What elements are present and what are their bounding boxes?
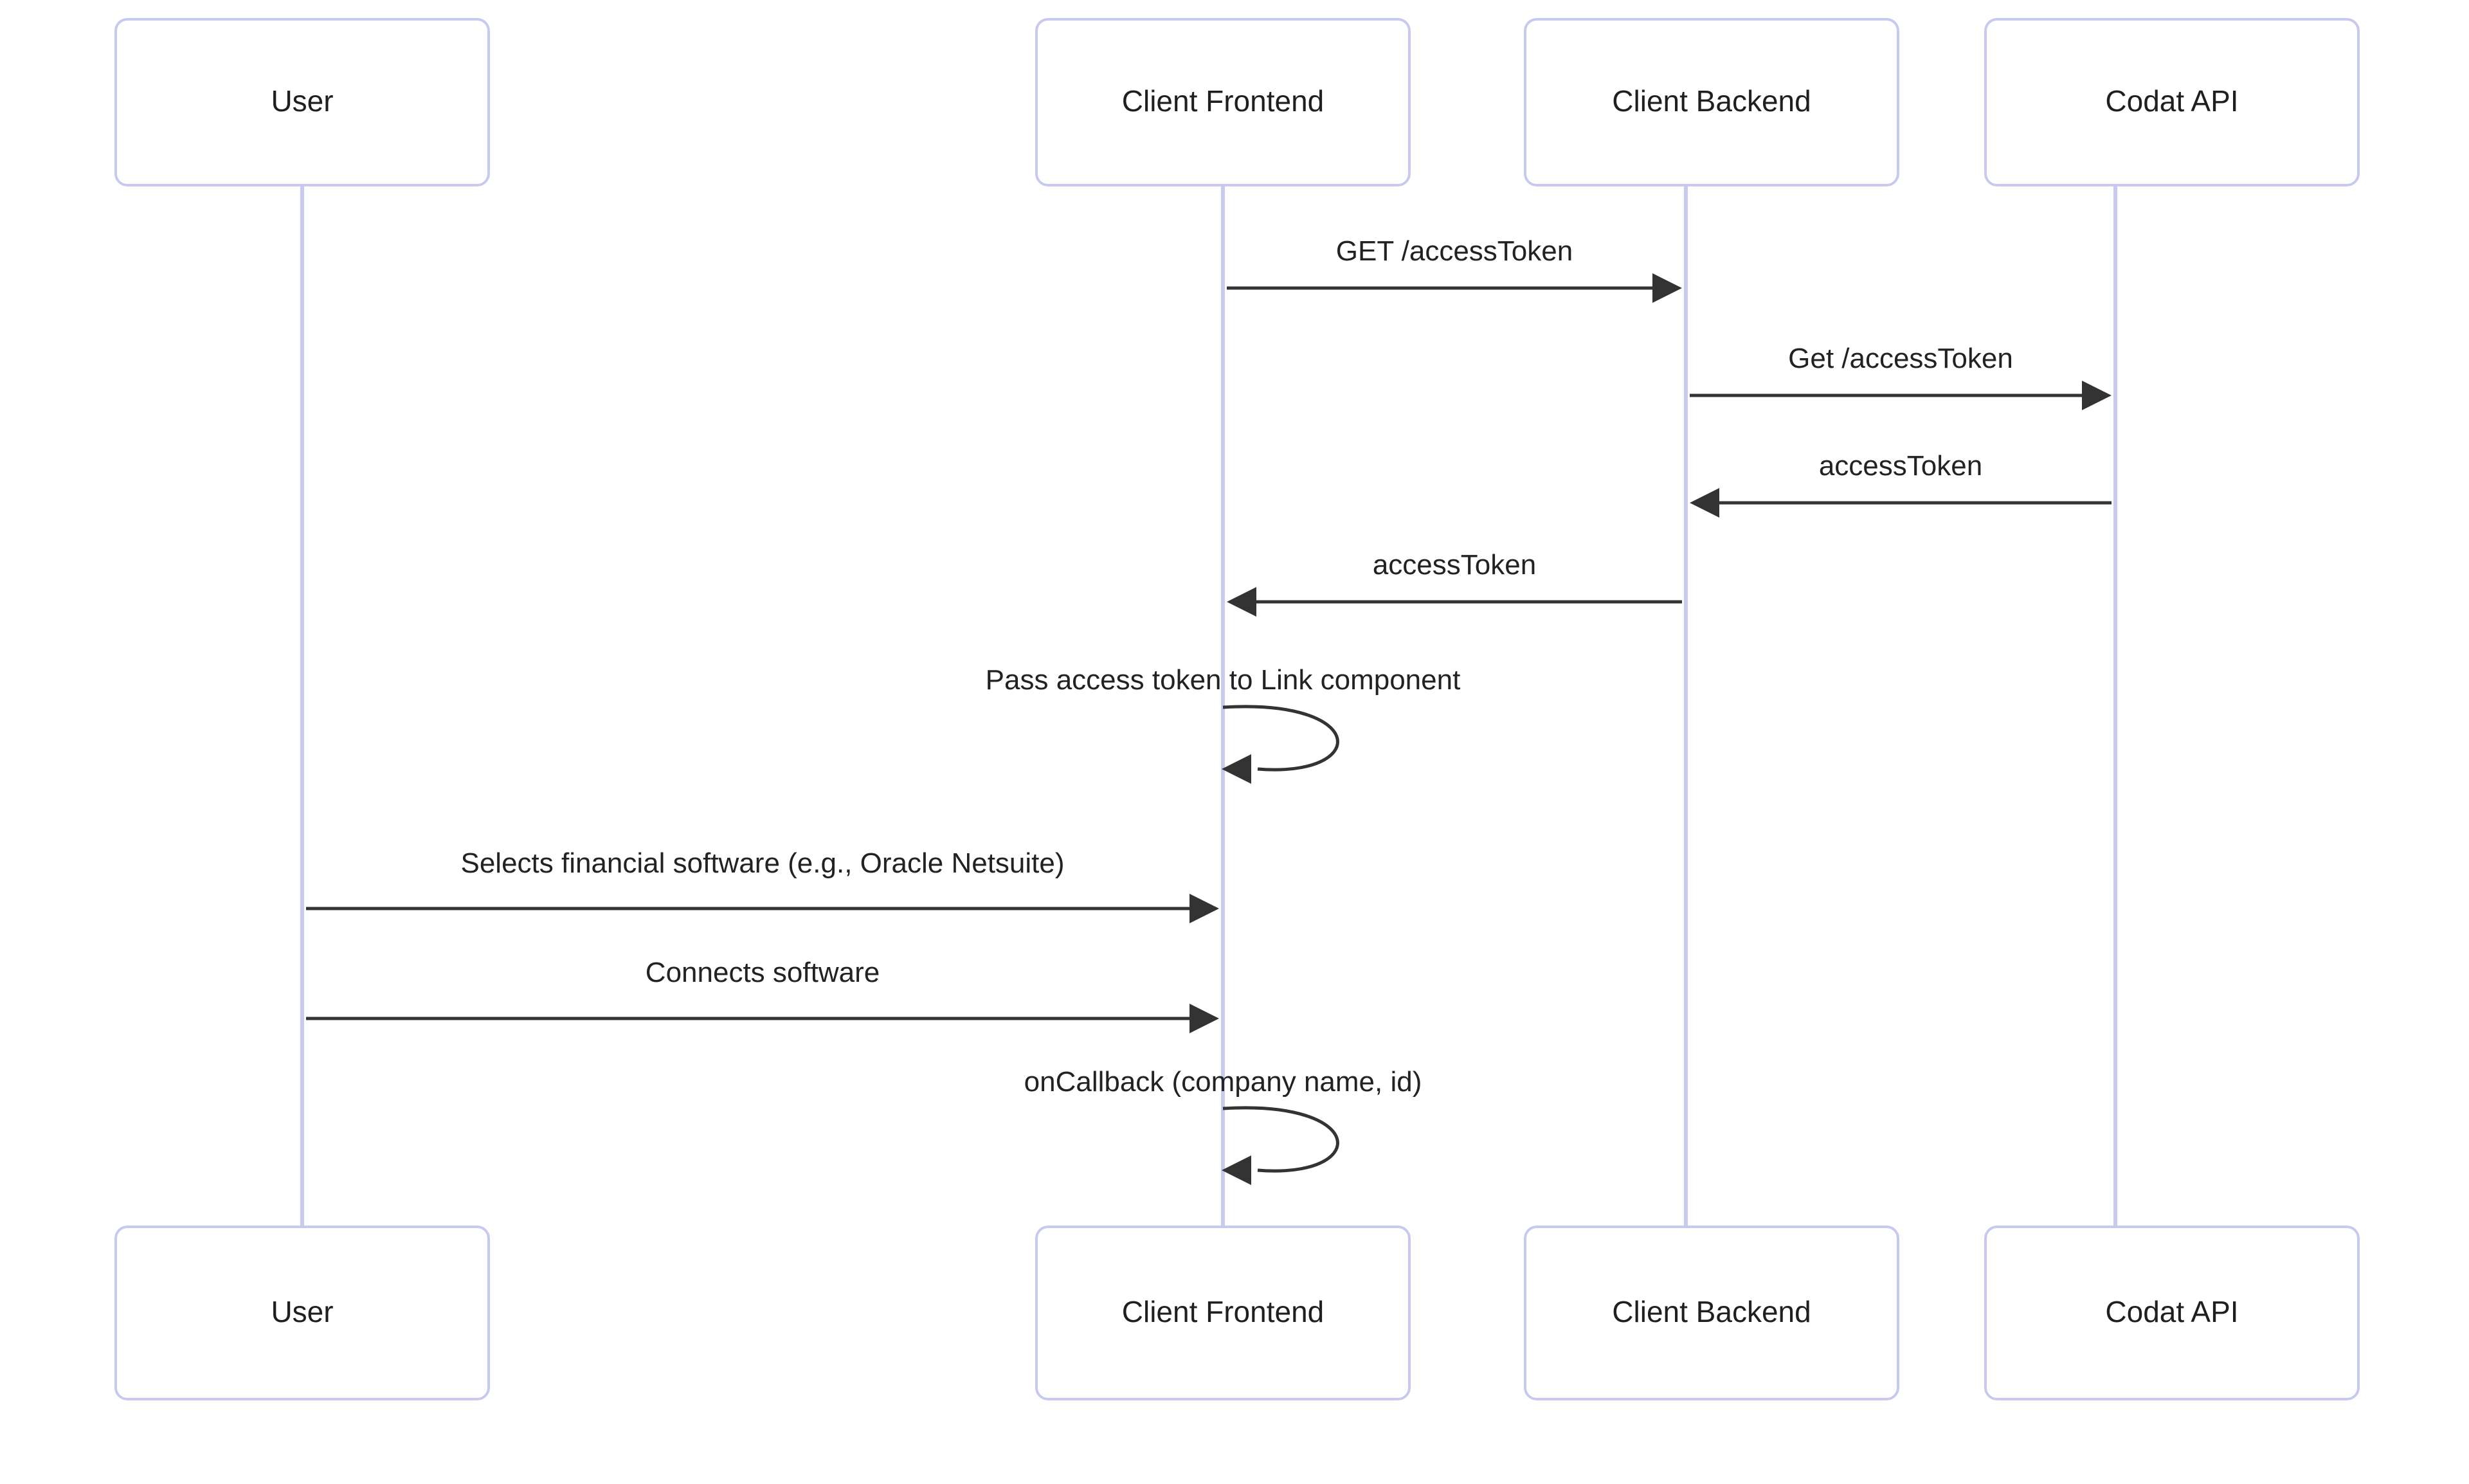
actor-label-backend-top: Client Backend	[1612, 84, 1811, 118]
actor-box-codat-bottom[interactable]	[1984, 1226, 2360, 1400]
message-8[interactable]: onCallback (company name, id)	[1024, 1066, 1422, 1185]
actor-label-user-top: User	[271, 84, 333, 118]
actor-bottom-codat[interactable]: Codat API	[1984, 1226, 2360, 1400]
arrow-head-right	[1652, 273, 1682, 303]
message-label-3: accessToken	[1819, 450, 1982, 482]
message-2[interactable]: Get /accessToken	[1690, 343, 2112, 410]
actor-box-frontend-bottom[interactable]	[1035, 1226, 1411, 1400]
actor-top-user[interactable]: User	[114, 18, 490, 186]
message-label-8: onCallback (company name, id)	[1024, 1066, 1422, 1098]
actor-label-codat-bottom: Codat API	[2105, 1295, 2238, 1328]
actor-box-codat-top[interactable]	[1984, 18, 2360, 186]
message-3[interactable]: accessToken	[1690, 450, 2112, 518]
self-loop-path	[1222, 705, 1339, 772]
message-1[interactable]: GET /accessToken	[1227, 235, 1682, 303]
arrow-head-left	[1222, 1155, 1251, 1185]
actor-box-backend-top[interactable]	[1524, 18, 1899, 186]
actor-label-user-bottom: User	[271, 1295, 333, 1328]
actor-bottom-user[interactable]: User	[114, 1226, 490, 1400]
arrow-head-left	[1690, 488, 1719, 518]
actor-top-frontend[interactable]: Client Frontend	[1035, 18, 1411, 186]
arrow-head-left	[1222, 754, 1251, 784]
message-6[interactable]: Selects financial software (e.g., Oracle…	[306, 847, 1219, 923]
self-loop-path	[1222, 1106, 1339, 1173]
actor-box-user-bottom[interactable]	[114, 1226, 490, 1400]
actor-label-backend-bottom: Client Backend	[1612, 1295, 1811, 1328]
actor-box-user-top[interactable]	[114, 18, 490, 186]
message-7[interactable]: Connects software	[306, 957, 1219, 1033]
lifelines-layer	[300, 185, 2117, 1227]
arrow-head-right	[2082, 381, 2112, 410]
arrow-head-right	[1189, 1004, 1219, 1033]
actor-top-codat[interactable]: Codat API	[1984, 18, 2360, 186]
actor-label-frontend-top: Client Frontend	[1122, 84, 1325, 118]
actors-bottom-layer: User Client Frontend Client Backend Codat A…	[114, 1226, 2360, 1400]
actor-box-backend-bottom[interactable]	[1524, 1226, 1899, 1400]
actor-box-frontend-top[interactable]	[1035, 18, 1411, 186]
actor-label-codat-top: Codat API	[2105, 84, 2238, 118]
actors-top-layer: User Client Frontend Client Backend Codat A…	[114, 18, 2360, 186]
message-label-4: accessToken	[1373, 549, 1536, 581]
message-4[interactable]: accessToken	[1227, 549, 1682, 617]
message-label-5: Pass access token to Link component	[986, 664, 1461, 696]
message-label-7: Connects software	[646, 957, 880, 988]
actor-top-backend[interactable]: Client Backend	[1524, 18, 1899, 186]
actor-label-frontend-bottom: Client Frontend	[1122, 1295, 1325, 1328]
message-label-2: Get /accessToken	[1788, 343, 2013, 374]
message-label-1: GET /accessToken	[1336, 235, 1573, 267]
actor-bottom-frontend[interactable]: Client Frontend	[1035, 1226, 1411, 1400]
message-label-6: Selects financial software (e.g., Oracle…	[460, 847, 1064, 879]
message-5[interactable]: Pass access token to Link component	[986, 664, 1461, 784]
actor-bottom-backend[interactable]: Client Backend	[1524, 1226, 1899, 1400]
arrow-head-left	[1227, 587, 1256, 617]
arrow-head-right	[1189, 894, 1219, 923]
